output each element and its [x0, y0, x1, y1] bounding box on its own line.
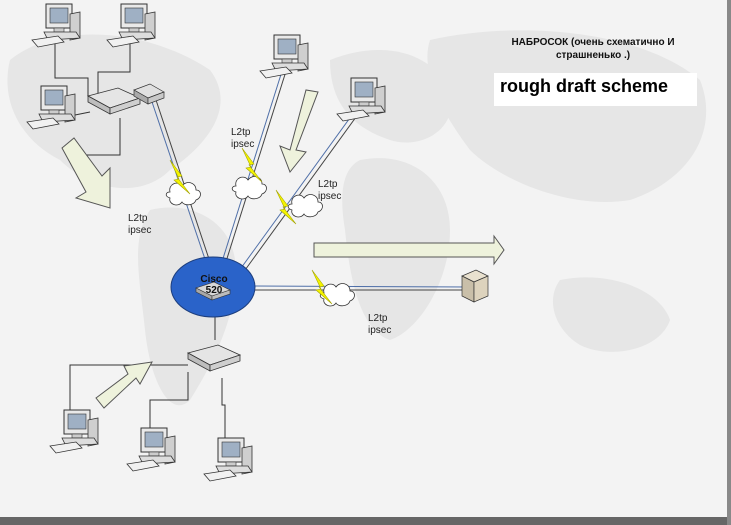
arrow-icon — [279, 89, 319, 173]
arrow-icon — [61, 137, 111, 209]
tunnel-proto: L2tp — [231, 127, 251, 138]
tunnel-enc: ipsec — [231, 139, 255, 150]
server-icon — [461, 269, 489, 303]
cloud-icon — [319, 283, 355, 307]
workstation-icon — [49, 409, 99, 454]
tunnel-enc: ipsec — [318, 191, 342, 202]
tunnel-label: L2tp ipsec — [368, 313, 391, 337]
bottom-edge — [0, 517, 731, 525]
tunnel-label: L2tp ipsec — [318, 179, 341, 203]
tunnel-label: L2tp ipsec — [231, 127, 254, 151]
tunnel-enc: ipsec — [368, 325, 392, 336]
workstation-icon — [126, 427, 176, 472]
workstation-icon — [259, 34, 309, 79]
router-icon — [133, 83, 165, 105]
tunnel-proto: L2tp — [368, 313, 388, 324]
flow-arrows — [61, 89, 505, 409]
banner-rough-draft: rough draft scheme — [494, 73, 697, 106]
tunnel-label: L2tp ipsec — [128, 213, 151, 237]
router-label: Cisco 520 — [197, 274, 231, 296]
workstation-icon — [203, 437, 253, 482]
tunnel-enc: ipsec — [128, 225, 152, 236]
sketch-note: НАБРОСОК (очень схематично И страшненько… — [488, 36, 698, 62]
workstation-icon — [106, 3, 156, 48]
router-label-line2: 520 — [205, 285, 223, 296]
right-edge — [727, 0, 731, 525]
devices — [26, 3, 489, 482]
router-label-line1: Cisco — [200, 274, 228, 285]
tunnel-proto: L2tp — [128, 213, 148, 224]
arrow-icon — [313, 234, 505, 266]
router-icon — [195, 281, 231, 301]
sketch-note-line2: страшненько .) — [555, 50, 631, 61]
tunnel-proto: L2tp — [318, 179, 338, 190]
cloud-icon — [231, 176, 267, 200]
sketch-note-line1: НАБРОСОК (очень схематично И — [511, 37, 675, 48]
arrow-icon — [95, 361, 153, 409]
router-node — [170, 256, 256, 318]
